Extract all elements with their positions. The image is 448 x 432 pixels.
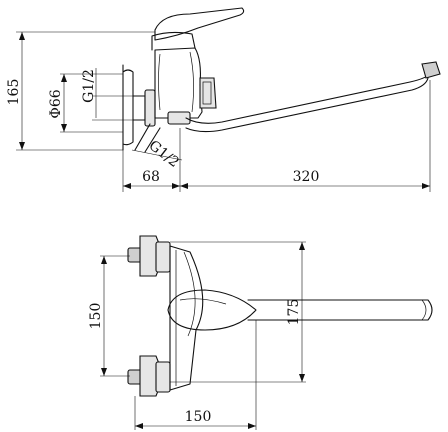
dim-150v-arrow-bottom — [101, 368, 107, 376]
dim-150h-label: 150 — [185, 409, 212, 425]
front-lever-highlight — [179, 298, 227, 305]
dim-150v-label: 150 — [88, 303, 104, 330]
body-contour — [158, 51, 194, 113]
diverter-knob — [199, 77, 217, 109]
dim-320-arrow-right — [422, 183, 430, 189]
lower-nut — [155, 361, 171, 393]
front-view: 150 175 150 — [88, 235, 433, 430]
swivel-nut — [167, 111, 191, 125]
dim-66-arrow-bottom — [61, 124, 67, 132]
thread-inclined-leader — [131, 149, 183, 161]
dim-175-arrow-bottom — [299, 374, 305, 382]
dim-175-label: 175 — [286, 299, 302, 326]
swivel-spout — [185, 71, 433, 133]
dim-165-arrow-top — [19, 32, 25, 40]
dim-68-arrow-right — [172, 183, 180, 189]
dim-175-arrow-top — [299, 242, 305, 250]
inclined-inlet — [134, 123, 161, 153]
dim-68-label: 68 — [142, 169, 160, 185]
mixer-body — [154, 47, 203, 119]
front-spout — [247, 299, 433, 321]
dim-150h-arrow-right — [248, 423, 256, 429]
front-aerator — [421, 299, 427, 321]
cartridge-cap — [151, 31, 196, 51]
inlet-nut — [144, 89, 156, 127]
thread-vertical-label: G1/2 — [81, 69, 97, 103]
wall-flange — [122, 64, 134, 151]
front-mixer-body — [169, 245, 204, 391]
inlet-connector — [132, 95, 146, 121]
thread-inclined-label: G1/2 — [146, 138, 182, 171]
side-view: 165 Φ66 G1/2 G1/2 68 320 — [6, 7, 441, 192]
dim-150h-arrow-left — [135, 423, 143, 429]
front-lever-handle — [167, 289, 257, 331]
dim-68-arrow-left — [123, 183, 131, 189]
dim-320-label: 320 — [293, 169, 320, 185]
dim-150v-arrow-top — [101, 256, 107, 264]
diverter-knob-cap — [202, 81, 212, 105]
lever-handle — [154, 7, 245, 41]
upper-nut — [155, 241, 171, 273]
dim-66-arrow-top — [61, 74, 67, 82]
aerator — [421, 61, 441, 79]
dim-320-arrow-left — [180, 183, 188, 189]
dim-66-label: Φ66 — [48, 89, 64, 118]
dim-165-label: 165 — [6, 79, 22, 106]
dim-165-arrow-bottom — [19, 142, 25, 150]
